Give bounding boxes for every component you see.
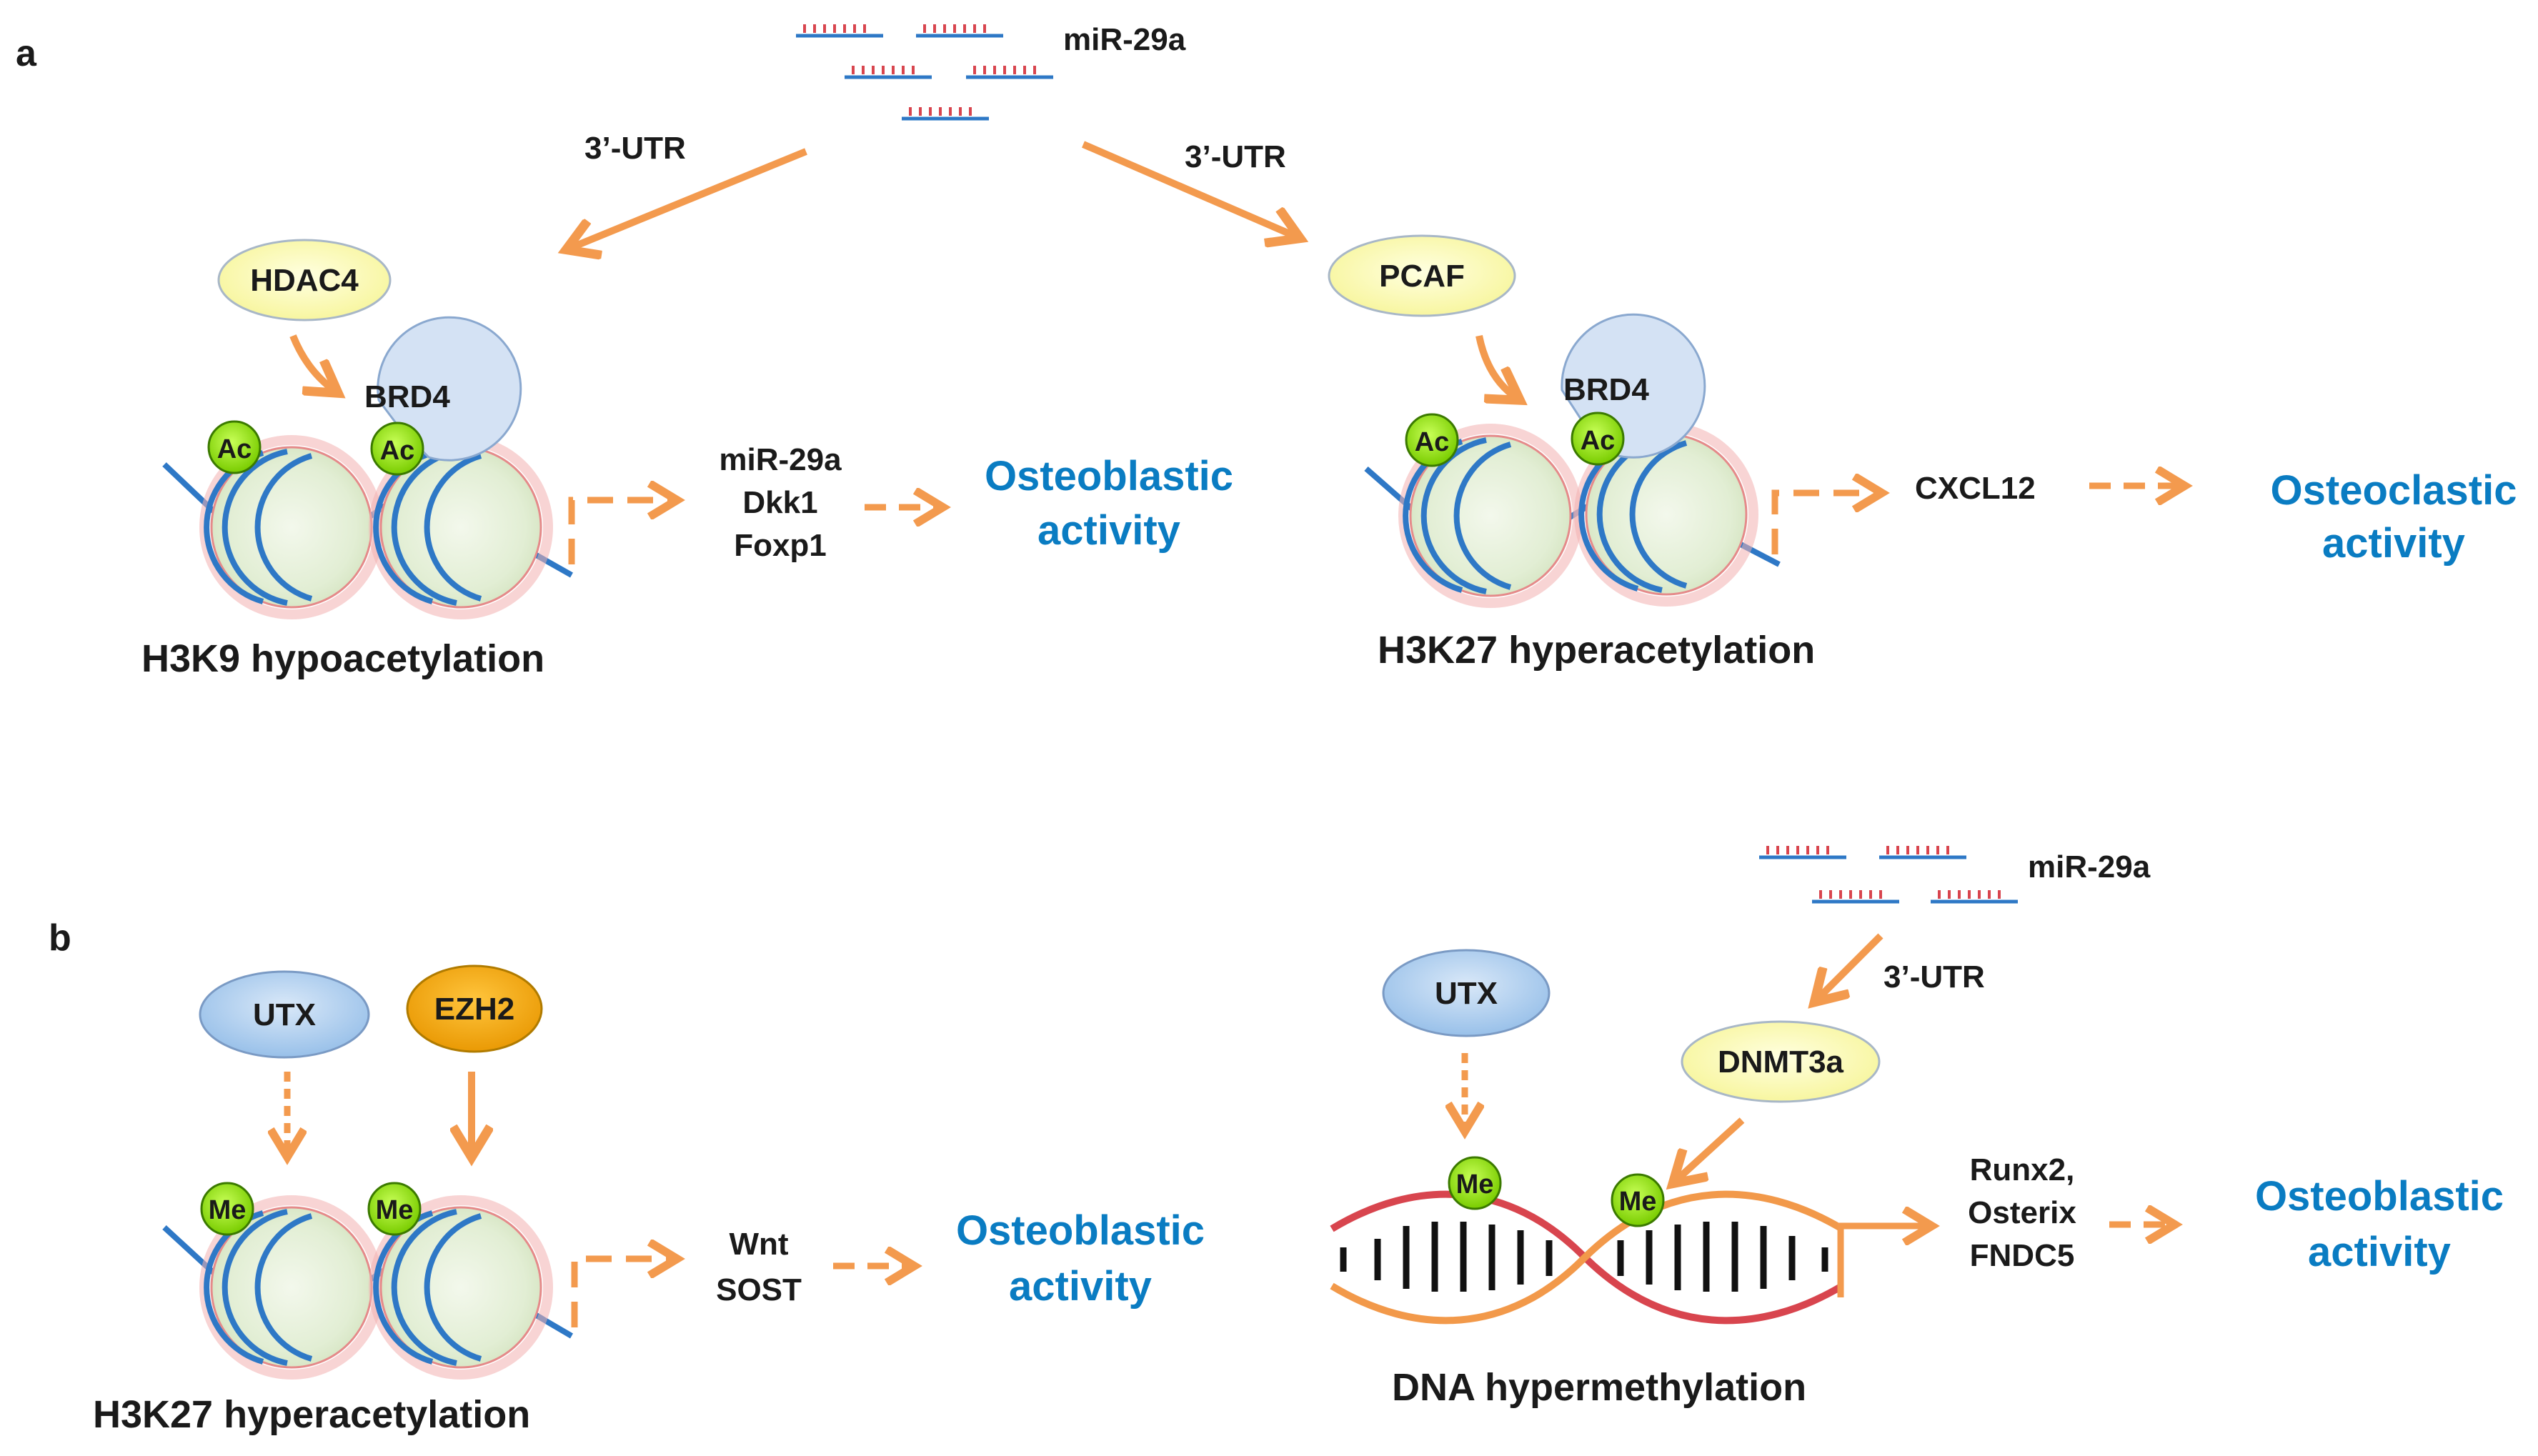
caption-a-right: H3K27 hyperacetylation <box>1378 629 1815 672</box>
me-mark-b-left-1: Me <box>200 1182 254 1236</box>
chromatin-right <box>1364 427 1781 603</box>
activity-b-left: Osteoblastic activity <box>956 1207 1205 1310</box>
activity-b-right: Osteoblastic activity <box>2255 1173 2504 1275</box>
targets-b-right: Runx2, Osterix FNDC5 <box>1968 1152 2076 1273</box>
svg-text:UTX: UTX <box>1435 976 1498 1011</box>
svg-text:SOST: SOST <box>716 1272 802 1307</box>
svg-text:Me: Me <box>1619 1187 1657 1217</box>
svg-text:DNMT3a: DNMT3a <box>1718 1044 1844 1079</box>
transcription-arrow-right <box>1771 493 1879 554</box>
panel-a-label: a <box>16 33 37 74</box>
arrow-mirna-to-dnmt3a <box>1816 933 1883 1000</box>
hdac4-label: HDAC4 <box>250 263 359 298</box>
arrow-hdac4-to-nucleosome <box>289 334 336 392</box>
brd4-label-right: BRD4 <box>1563 372 1649 407</box>
utr-label-bottom: 3’-UTR <box>1883 959 1985 994</box>
dna-double-helix <box>1330 1190 1844 1325</box>
svg-text:Osterix: Osterix <box>1968 1195 2076 1230</box>
chromatin-left <box>162 440 573 614</box>
svg-text:Osteoblastic: Osteoblastic <box>985 453 1233 499</box>
svg-text:EZH2: EZH2 <box>434 992 514 1027</box>
utx-oval-left: UTX <box>199 970 370 1059</box>
ac-mark-left-2: Ac <box>370 422 424 476</box>
arrow-mirna-to-hdac4 <box>569 148 807 249</box>
mirna-label-bottom: miR-29a <box>2028 849 2151 884</box>
svg-text:activity: activity <box>1037 507 1180 554</box>
arrow-dnmt3a-to-dna <box>1675 1117 1745 1182</box>
svg-text:Me: Me <box>209 1195 247 1225</box>
svg-text:Osteoblastic: Osteoblastic <box>956 1207 1205 1254</box>
dnmt3a-oval: DNMT3a <box>1681 1020 1881 1103</box>
brd4-reader-left: BRD4 <box>364 316 522 462</box>
arrow-pcaf-to-nucleosome <box>1475 335 1518 399</box>
ac-mark-right-1: Ac <box>1405 413 1459 467</box>
svg-text:activity: activity <box>2308 1229 2451 1275</box>
me-mark-b-left-2: Me <box>367 1182 422 1236</box>
chromatin-b-left <box>162 1200 574 1375</box>
transcription-arrow-left <box>568 500 675 564</box>
panel-b: b UTX EZH2 Me Me Wnt SOST <box>49 846 2504 1436</box>
me-mark-dna-1: Me <box>1448 1156 1502 1210</box>
ac-mark-left-1: Ac <box>207 420 262 474</box>
svg-text:Ac: Ac <box>380 436 415 466</box>
svg-text:Me: Me <box>1456 1170 1494 1200</box>
ac-mark-right-2: Ac <box>1571 412 1625 466</box>
targets-b-left: Wnt SOST <box>716 1227 802 1307</box>
ezh2-oval: EZH2 <box>406 964 543 1053</box>
svg-text:Me: Me <box>376 1195 414 1225</box>
activity-left: Osteoblastic activity <box>985 453 1233 554</box>
transcription-arrow-dna <box>1837 1226 1929 1297</box>
mirna-cluster-top <box>796 24 1053 119</box>
svg-text:UTX: UTX <box>253 997 316 1032</box>
caption-a-left: H3K9 hypoacetylation <box>141 637 544 680</box>
mirna-label-top: miR-29a <box>1063 22 1186 57</box>
arrow-mirna-to-pcaf <box>1082 141 1298 237</box>
svg-text:Osteoclastic: Osteoclastic <box>2271 467 2517 514</box>
svg-text:Ac: Ac <box>217 434 252 464</box>
caption-b-left: H3K27 hyperacetylation <box>93 1393 530 1436</box>
pcaf-oval: PCAF <box>1328 234 1516 317</box>
pcaf-label: PCAF <box>1379 259 1465 294</box>
svg-text:Runx2,: Runx2, <box>1970 1152 2075 1187</box>
svg-text:miR-29a: miR-29a <box>719 442 842 477</box>
brd4-label-left: BRD4 <box>364 379 450 414</box>
activity-right: Osteoclastic activity <box>2271 467 2517 567</box>
targets-left: miR-29a Dkk1 Foxp1 <box>719 442 842 563</box>
hdac4-oval: HDAC4 <box>217 239 392 321</box>
utr-label-right: 3’-UTR <box>1185 139 1286 174</box>
utx-oval-right: UTX <box>1382 949 1551 1037</box>
transcription-arrow-b-left <box>571 1259 675 1327</box>
caption-b-right: DNA hypermethylation <box>1392 1366 1806 1409</box>
mirna-cluster-bottom <box>1759 846 2018 902</box>
target-cxcl12: CXCL12 <box>1915 471 2036 506</box>
svg-text:Dkk1: Dkk1 <box>742 485 817 520</box>
svg-text:FNDC5: FNDC5 <box>1970 1238 2075 1273</box>
svg-text:Wnt: Wnt <box>729 1227 788 1262</box>
panel-a: a miR-29a 3’-UTR 3’-UTR HDAC4 BRD4 <box>16 22 2517 680</box>
svg-text:activity: activity <box>1009 1263 1152 1310</box>
svg-text:Ac: Ac <box>1581 426 1616 456</box>
svg-text:activity: activity <box>2322 520 2465 567</box>
utr-label-left: 3’-UTR <box>584 131 686 166</box>
panel-b-label: b <box>49 917 71 959</box>
me-mark-dna-2: Me <box>1611 1173 1665 1227</box>
svg-text:Foxp1: Foxp1 <box>734 528 827 563</box>
svg-text:Osteoblastic: Osteoblastic <box>2255 1173 2504 1220</box>
svg-text:Ac: Ac <box>1415 427 1450 457</box>
